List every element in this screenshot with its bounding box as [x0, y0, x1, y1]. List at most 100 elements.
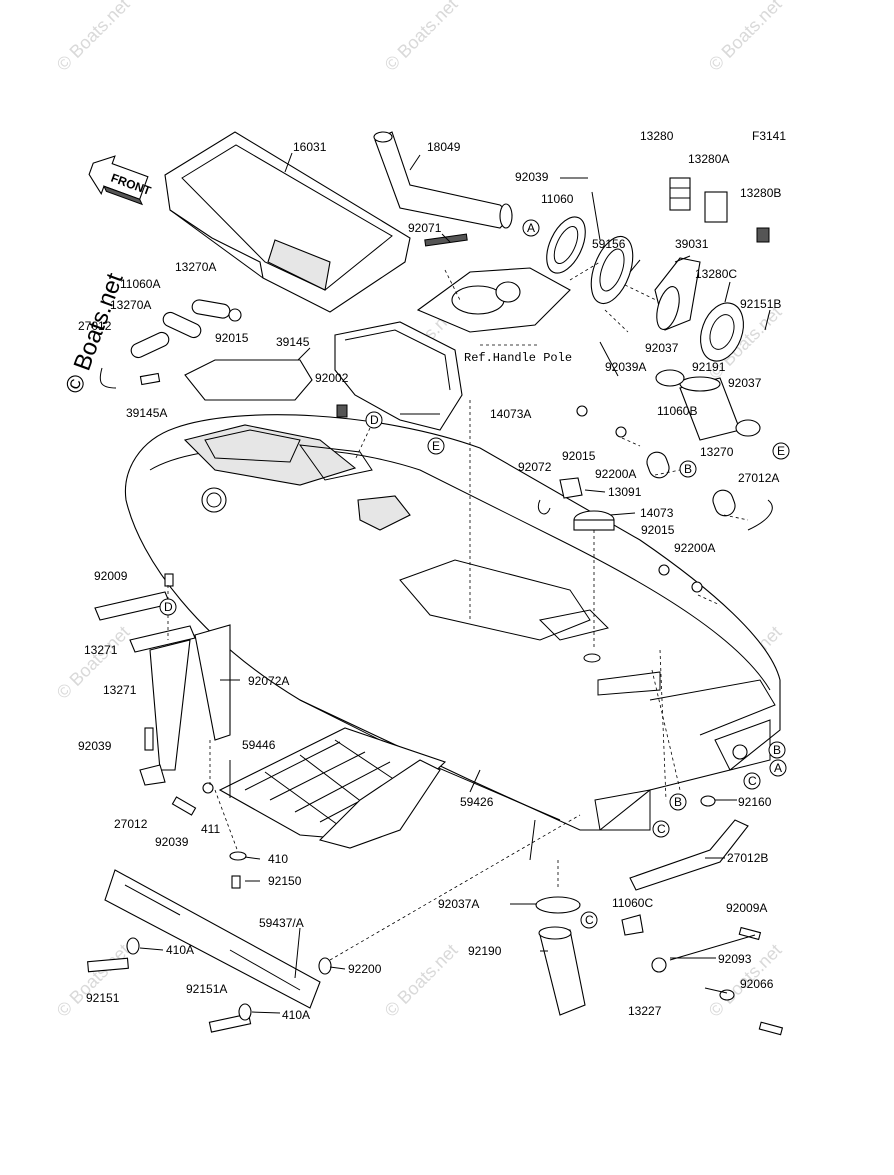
- part-label: 13280B: [740, 186, 781, 200]
- leader-lines: [139, 152, 771, 1014]
- part-92015-nut: [228, 308, 242, 322]
- part-label: 59156: [592, 237, 626, 251]
- part-410A-washer: [238, 1003, 252, 1021]
- part-92037-clamp: [655, 369, 685, 387]
- part-label: 92015: [562, 449, 596, 463]
- part-92039-bolt: [144, 727, 154, 751]
- callout-c-label: C: [657, 822, 666, 836]
- part-92160-washer: [700, 795, 716, 807]
- callout-e: [427, 437, 445, 455]
- part-label: 92190: [468, 944, 502, 958]
- part-label: 92015: [641, 523, 675, 537]
- part-label: 92072: [518, 460, 552, 474]
- part-label: 92191: [692, 360, 726, 374]
- part-label: 410A: [166, 943, 194, 957]
- part-label: 13280A: [688, 152, 729, 166]
- part-13270A-link: [191, 299, 231, 319]
- part-11060B-plate: [646, 451, 670, 479]
- callout-b: [679, 460, 697, 478]
- part-label: 92200: [348, 962, 382, 976]
- front-arrow-side: [103, 185, 144, 206]
- callout-b-label: B: [773, 743, 781, 757]
- part-27012B-pipe: [629, 819, 749, 891]
- part-92190-hose-end: [538, 926, 572, 940]
- part-label: 92037A: [438, 897, 479, 911]
- reference-note: Ref.Handle Pole: [464, 351, 572, 365]
- part-label: 92150: [268, 874, 302, 888]
- part-label: 410: [268, 852, 288, 866]
- part-92015-nut: [658, 564, 670, 576]
- callout-e-label: E: [432, 439, 440, 453]
- figure-code: F3141: [752, 129, 786, 143]
- part-59426-hull-deck: [124, 414, 781, 831]
- callout-c-label: C: [748, 774, 757, 788]
- part-59446-grate: [218, 727, 447, 849]
- callout-b-label: B: [674, 795, 682, 809]
- part-13280-blocks: [669, 177, 770, 243]
- part-label: 16031: [293, 140, 327, 154]
- part-label: 59446: [242, 738, 276, 752]
- part-92200A-washer: [691, 581, 703, 593]
- part-label: 13227: [628, 1004, 662, 1018]
- callout-d-label: D: [370, 413, 379, 427]
- part-label: 92039: [515, 170, 549, 184]
- part-39145-seal: [184, 359, 313, 401]
- part-92200-washer: [318, 957, 332, 975]
- part-label: 92066: [740, 977, 774, 991]
- callout-c: [743, 772, 761, 790]
- part-label: 13271: [103, 683, 137, 697]
- callout-a: [769, 759, 787, 777]
- part-label: 92151B: [740, 297, 781, 311]
- part-label: 92093: [718, 952, 752, 966]
- part-92015-nut: [576, 405, 588, 417]
- part-label: 13091: [608, 485, 642, 499]
- part-92072-clip: [537, 499, 551, 515]
- callout-d: [365, 411, 383, 429]
- callout-e-label: E: [777, 444, 785, 458]
- part-label: 92039: [155, 835, 189, 849]
- part-27012-clip: [99, 367, 117, 389]
- part-label: 92037: [645, 341, 679, 355]
- part-13091-block: [559, 477, 583, 499]
- part-label: 11060: [541, 192, 574, 206]
- part-label: 59426: [460, 795, 494, 809]
- part-label: 92072A: [248, 674, 289, 688]
- part-92151A-bolt: [208, 1013, 252, 1033]
- callout-c-label: C: [585, 913, 594, 927]
- part-label: 92009A: [726, 901, 767, 915]
- part-92190-hose: [539, 929, 586, 1016]
- part-92066-bolt: [758, 1021, 784, 1036]
- part-410-washer: [229, 851, 247, 861]
- part-label: 27012: [78, 319, 112, 333]
- callout-b: [768, 741, 786, 759]
- part-label: 92015: [215, 331, 249, 345]
- callout-c: [580, 911, 598, 929]
- part-18049-duct: [373, 131, 513, 229]
- part-13270A-link: [130, 331, 170, 359]
- part-13271-plate: [94, 591, 171, 621]
- part-label: 92002: [315, 371, 349, 385]
- part-label: 92039A: [605, 360, 646, 374]
- part-label: 92160: [738, 795, 772, 809]
- part-410A-washer: [126, 937, 140, 955]
- callout-d: [159, 598, 177, 616]
- reference-lines: [167, 261, 749, 961]
- callout-b-label: B: [684, 462, 692, 476]
- part-label: 27012: [114, 817, 148, 831]
- part-label: 27012B: [727, 851, 768, 865]
- part-label: 411: [201, 822, 220, 836]
- part-92200A-washer: [615, 426, 627, 438]
- callout-e: [772, 442, 790, 460]
- part-label: 13280C: [695, 267, 737, 281]
- watermark-large: © Boats.net: [60, 269, 128, 397]
- part-11060A-link: [162, 311, 202, 339]
- part-label: 39031: [675, 237, 709, 251]
- watermark: © Boats.net: [381, 940, 462, 1021]
- part-label: 11060C: [612, 896, 653, 910]
- part-label: 14073: [640, 506, 674, 520]
- part-label: 92039: [78, 739, 112, 753]
- callout-a: [522, 219, 540, 237]
- part-label: 39145A: [126, 406, 167, 420]
- part-411-washer: [202, 782, 214, 794]
